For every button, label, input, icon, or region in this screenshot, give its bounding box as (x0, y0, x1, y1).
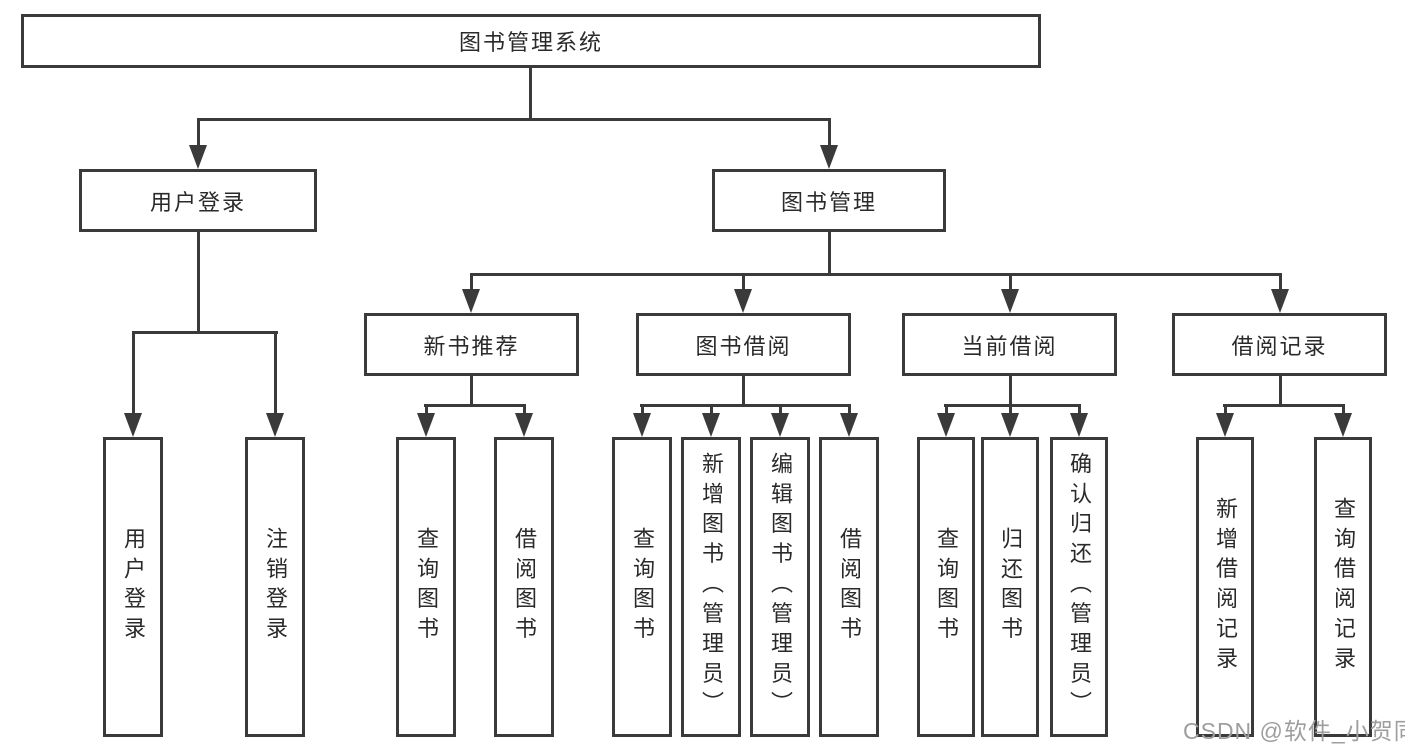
leaf-confirm-return-admin-label: 确认归还（管理员） (1067, 452, 1092, 722)
connector-drop (779, 404, 782, 418)
node-book-borrowing: 图书借阅 (636, 313, 851, 376)
connector-drop-book-mgmt (828, 118, 831, 148)
arrow-down-icon (820, 145, 838, 169)
arrow-down-icon (462, 289, 480, 313)
leaf-add-borrow-record-label: 新增借阅记录 (1213, 497, 1238, 677)
leaf-edit-books-admin-label: 编辑图书（管理员） (768, 452, 793, 722)
leaf-borrow-books: 借阅图书 (819, 437, 879, 737)
node-borrow-records-label: 借阅记录 (1231, 333, 1328, 359)
leaf-return-books-label: 归还图书 (998, 527, 1023, 647)
arrow-down-icon (1001, 289, 1019, 313)
leaf-query-books-current: 查询图书 (917, 437, 975, 737)
arrow-down-icon (417, 413, 435, 437)
leaf-add-books-admin: 新增图书（管理员） (681, 437, 741, 737)
connector-drop (425, 404, 428, 418)
leaf-add-borrow-record: 新增借阅记录 (1196, 437, 1254, 737)
leaf-query-books-recommend: 查询图书 (396, 437, 456, 737)
connector-stub (470, 375, 473, 407)
connector-user-login-stub (197, 232, 200, 334)
arrow-down-icon (633, 413, 651, 437)
arrow-down-icon (1070, 413, 1088, 437)
connector-drop (641, 404, 644, 418)
connector-drop (1078, 404, 1081, 418)
arrow-down-icon (1216, 413, 1234, 437)
connector-drop (1279, 273, 1282, 292)
node-book-borrowing-label: 图书借阅 (695, 333, 792, 359)
leaf-confirm-return-admin: 确认归还（管理员） (1050, 437, 1108, 737)
leaf-borrow-books-label: 借阅图书 (837, 527, 862, 647)
connector-drop (710, 404, 713, 418)
connector-user-login-bar (132, 331, 278, 334)
connector-stub (742, 375, 745, 407)
leaf-query-books-recommend-label: 查询图书 (414, 527, 439, 647)
leaf-edit-books-admin: 编辑图书（管理员） (750, 437, 810, 737)
connector-drop (470, 273, 473, 292)
connector-drop (1342, 404, 1345, 418)
node-new-book-recommend-label: 新书推荐 (423, 333, 520, 359)
leaf-user-login: 用户登录 (103, 437, 163, 737)
connector-bar (944, 404, 1081, 407)
leaf-query-books-borrowing: 查询图书 (612, 437, 672, 737)
connector-drop-user-login (197, 118, 200, 148)
connector-drop (848, 404, 851, 418)
node-library-system-label: 图书管理系统 (458, 30, 603, 55)
arrow-down-icon (124, 413, 142, 437)
arrow-down-icon (1271, 289, 1289, 313)
node-book-management-label: 图书管理 (780, 189, 877, 215)
leaf-borrow-books-recommend: 借阅图书 (494, 437, 554, 737)
leaf-return-books: 归还图书 (981, 437, 1039, 737)
leaf-borrow-books-recommend-label: 借阅图书 (512, 527, 537, 647)
connector-drop (274, 331, 277, 418)
arrow-down-icon (840, 413, 858, 437)
connector-drop (945, 404, 948, 418)
node-new-book-recommend: 新书推荐 (364, 313, 579, 376)
leaf-logout: 注销登录 (245, 437, 305, 737)
connector-stub (1279, 375, 1282, 407)
connector-drop (1009, 273, 1012, 292)
csdn-watermark: CSDN @软件_小贺同学 (1183, 718, 1405, 744)
connector-stub (1009, 375, 1012, 407)
connector-level3-bar (470, 273, 1282, 276)
connector-drop (742, 273, 745, 292)
leaf-query-borrow-record-label: 查询借阅记录 (1331, 497, 1356, 677)
node-user-login: 用户登录 (79, 169, 317, 232)
leaf-user-login-label: 用户登录 (121, 527, 146, 647)
connector-bar (640, 404, 851, 407)
connector-level2-bar (197, 118, 831, 121)
connector-drop (132, 331, 135, 418)
arrow-down-icon (771, 413, 789, 437)
leaf-query-borrow-record: 查询借阅记录 (1314, 437, 1372, 737)
leaf-query-books-current-label: 查询图书 (934, 527, 959, 647)
arrow-down-icon (734, 289, 752, 313)
connector-drop (1009, 404, 1012, 418)
connector-bar (1223, 404, 1345, 407)
arrow-down-icon (266, 413, 284, 437)
connector-root-stub (529, 68, 532, 121)
connector-drop (523, 404, 526, 418)
arrow-down-icon (515, 413, 533, 437)
arrow-down-icon (1001, 413, 1019, 437)
node-current-borrowing-label: 当前借阅 (961, 333, 1058, 359)
node-library-system: 图书管理系统 (21, 14, 1041, 68)
node-book-management: 图书管理 (712, 169, 946, 232)
connector-book-mgmt-stub (828, 232, 831, 276)
node-current-borrowing: 当前借阅 (902, 313, 1117, 376)
leaf-query-books-borrowing-label: 查询图书 (630, 527, 655, 647)
arrow-down-icon (702, 413, 720, 437)
connector-bar (424, 404, 526, 407)
arrow-down-icon (937, 413, 955, 437)
node-borrow-records: 借阅记录 (1172, 313, 1387, 376)
leaf-logout-label: 注销登录 (263, 527, 288, 647)
arrow-down-icon (1334, 413, 1352, 437)
leaf-add-books-admin-label: 新增图书（管理员） (699, 452, 724, 722)
arrow-down-icon (189, 145, 207, 169)
node-user-login-label: 用户登录 (149, 189, 246, 215)
connector-drop (1224, 404, 1227, 418)
